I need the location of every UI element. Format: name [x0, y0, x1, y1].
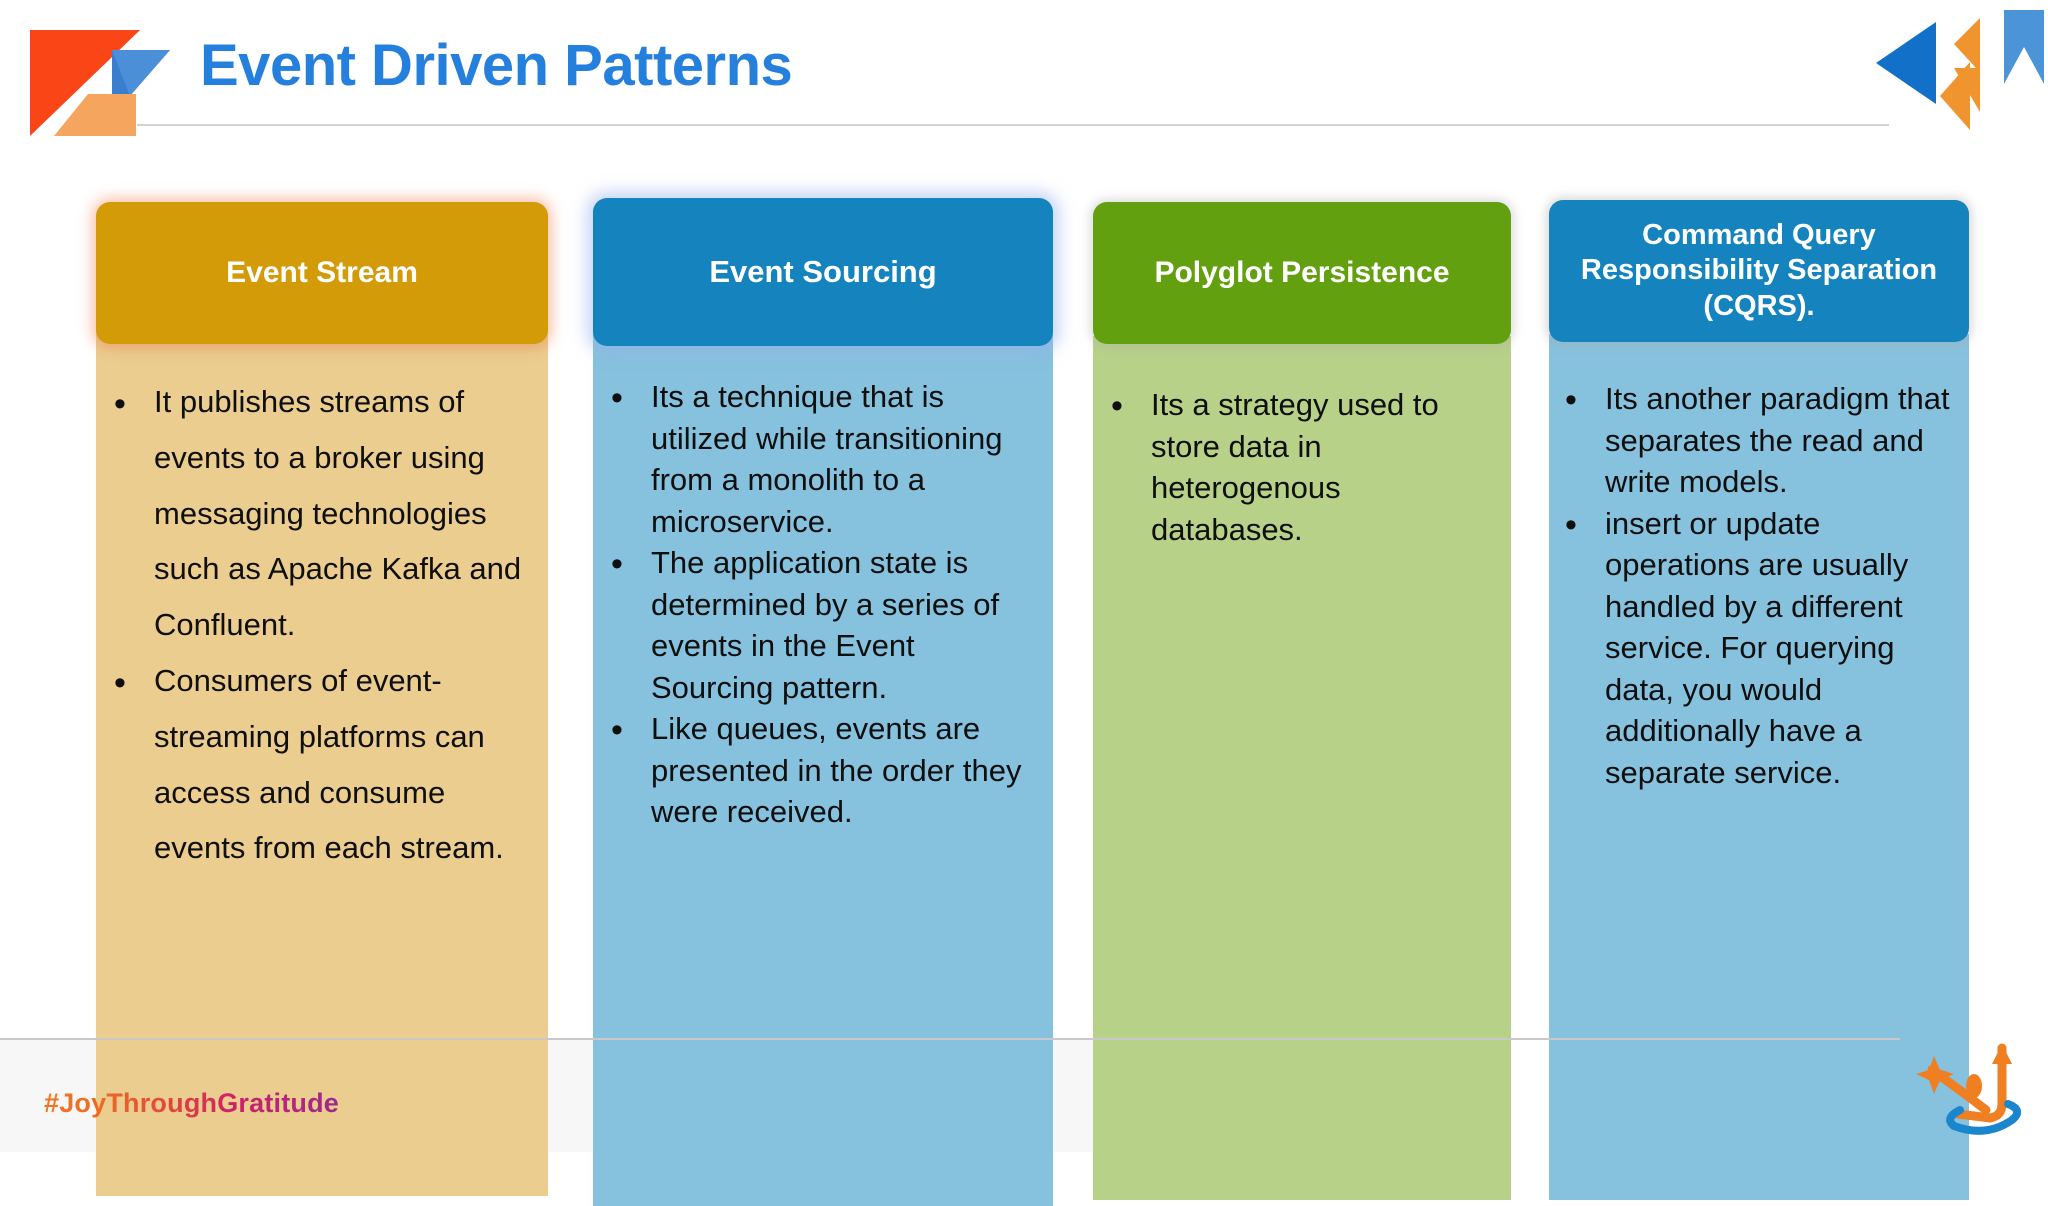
- card-title: Polyglot Persistence: [1154, 255, 1450, 289]
- card-polyglot-persistence-bullets: • Its a strategy used to store data in h…: [1093, 384, 1495, 550]
- card-title: Event Stream: [226, 256, 418, 289]
- list-item: • Its a strategy used to store data in h…: [1093, 384, 1495, 550]
- bullet-icon: •: [611, 379, 623, 417]
- bullet-icon: •: [1565, 381, 1577, 419]
- card-title: Event Sourcing: [709, 254, 937, 289]
- bullet-icon: •: [611, 711, 623, 750]
- card-event-sourcing-bullets: • Its a technique that is utilized while…: [593, 376, 1037, 833]
- company-logo-icon: [24, 18, 176, 138]
- list-item: • Its a technique that is utilized while…: [593, 376, 1037, 542]
- card-polyglot-persistence-header: Polyglot Persistence: [1093, 202, 1511, 344]
- card-event-sourcing-body: • Its a technique that is utilized while…: [593, 334, 1053, 1206]
- list-item-text: Its a technique that is utilized while t…: [651, 379, 1003, 539]
- card-event-stream-header: Event Stream: [96, 202, 548, 344]
- list-item-text: Like queues, events are presented in the…: [651, 711, 1022, 830]
- list-item: • It publishes streams of events to a br…: [96, 374, 528, 653]
- pattern-cards-container: • It publishes streams of events to a br…: [96, 198, 1969, 1206]
- slide-header: Event Driven Patterns: [0, 0, 2048, 150]
- list-item: • Like queues, events are presented in t…: [593, 708, 1037, 833]
- bullet-icon: •: [611, 545, 623, 584]
- list-item-text: The application state is determined by a…: [651, 545, 1000, 705]
- card-title: Command Query Responsibility Separation …: [1580, 218, 1938, 322]
- card-cqrs-body: • Its another paradigm that separates th…: [1549, 334, 1969, 1200]
- list-item-text: insert or update operations are usually …: [1605, 505, 1909, 790]
- card-cqrs-header: Command Query Responsibility Separation …: [1549, 200, 1969, 342]
- joy-person-swoosh-logo-icon: [1908, 1042, 2038, 1146]
- bullet-icon: •: [114, 663, 126, 702]
- list-item: • insert or update operations are usuall…: [1549, 503, 1955, 794]
- card-event-sourcing-header: Event Sourcing: [593, 198, 1053, 346]
- page-title: Event Driven Patterns: [200, 33, 793, 98]
- title-divider: [137, 124, 1889, 126]
- card-cqrs-bullets: • Its another paradigm that separates th…: [1549, 378, 1955, 793]
- list-item: • Consumers of event-streaming platforms…: [96, 653, 528, 876]
- bullet-icon: •: [1111, 387, 1123, 425]
- list-item-text: Its a strategy used to store data in het…: [1151, 387, 1439, 547]
- list-item-text: Consumers of event-streaming platforms c…: [154, 662, 504, 866]
- list-item-text: Its another paradigm that separates the …: [1605, 381, 1950, 500]
- bullet-icon: •: [114, 385, 126, 423]
- footer-divider: [0, 1038, 1900, 1040]
- list-item-text: It publishes streams of events to a brok…: [154, 384, 522, 643]
- card-polyglot-persistence-body: • Its a strategy used to store data in h…: [1093, 336, 1511, 1200]
- list-item: • The application state is determined by…: [593, 542, 1037, 708]
- corner-arrows-icon: [1858, 0, 2048, 130]
- bullet-icon: •: [1565, 505, 1577, 544]
- card-event-stream-bullets: • It publishes streams of events to a br…: [96, 374, 528, 876]
- footer-hashtag: #JoyThroughGratitude: [44, 1088, 340, 1118]
- card-event-stream-body: • It publishes streams of events to a br…: [96, 332, 548, 1196]
- list-item: • Its another paradigm that separates th…: [1549, 378, 1955, 503]
